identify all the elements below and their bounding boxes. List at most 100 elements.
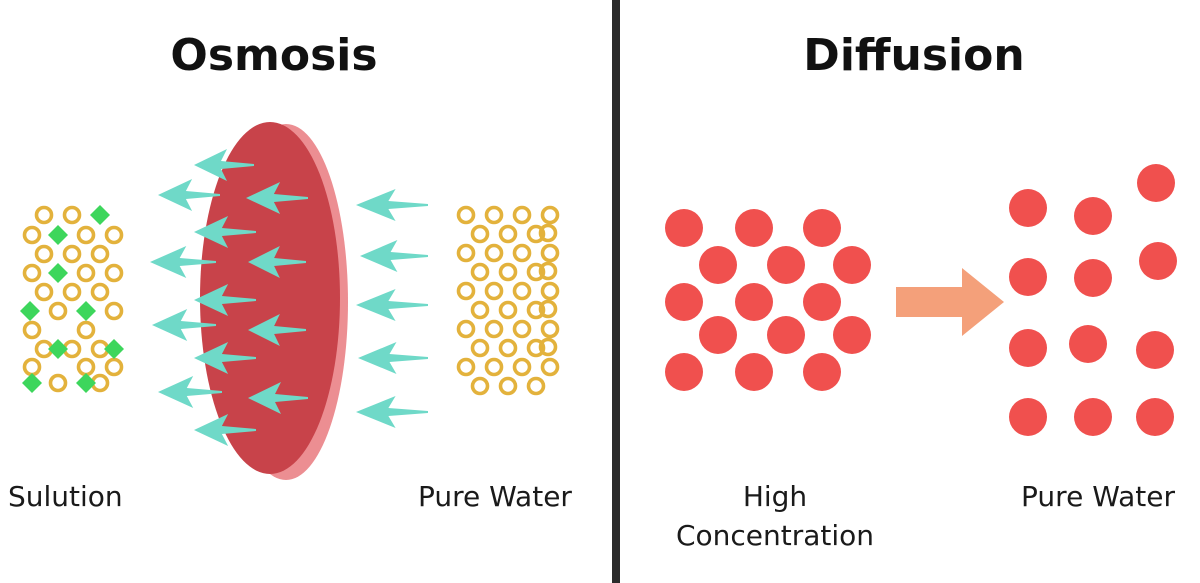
water-flow-arrow: [194, 342, 256, 374]
spread-particles-cluster: [1009, 164, 1177, 436]
water-molecule-icon: [540, 281, 560, 301]
water-molecule-icon: [456, 205, 476, 225]
water-molecule-icon: [22, 357, 42, 377]
solution-cluster: [20, 205, 124, 393]
water-flow-arrow: [248, 382, 308, 414]
osmosis-pure-water-label: Pure Water: [418, 480, 572, 513]
high-concentration-label-line2: Concentration: [675, 519, 875, 552]
water-molecule-icon: [34, 205, 54, 225]
water-flow-arrow: [150, 246, 216, 278]
water-molecule-icon: [540, 319, 560, 339]
solute-particle: [735, 353, 773, 391]
water-molecule-icon: [104, 225, 124, 245]
water-molecule-icon: [76, 263, 96, 283]
solute-particle-icon: [90, 205, 110, 225]
solute-particle: [833, 246, 871, 284]
water-molecule-icon: [526, 338, 546, 358]
water-molecule-icon: [498, 300, 518, 320]
water-molecule-icon: [484, 319, 504, 339]
water-molecule-icon: [526, 262, 546, 282]
water-molecule-icon: [470, 376, 490, 396]
water-molecule-icon: [62, 244, 82, 264]
water-molecule-icon: [22, 320, 42, 340]
water-flow-arrow: [194, 284, 256, 316]
water-molecule-icon: [498, 224, 518, 244]
water-flow-arrow: [358, 342, 428, 374]
diffusion-arrow: [896, 268, 1004, 336]
water-flow-arrow: [356, 396, 428, 428]
water-flow-arrow: [194, 414, 256, 446]
water-molecule-icon: [512, 281, 532, 301]
solute-particle: [1139, 242, 1177, 280]
solute-particle: [1009, 189, 1047, 227]
solute-particle: [803, 283, 841, 321]
water-molecule-icon: [484, 243, 504, 263]
water-molecule-icon: [470, 338, 490, 358]
pure-water-cluster: [456, 205, 560, 396]
water-molecule-icon: [22, 225, 42, 245]
water-molecule-icon: [62, 205, 82, 225]
high-concentration-cluster: [665, 209, 871, 391]
solute-particle: [1009, 329, 1047, 367]
diffusion-pure-water-label: Pure Water: [1021, 480, 1175, 513]
water-molecule-icon: [538, 261, 558, 281]
water-flow-arrow: [194, 216, 256, 248]
water-molecule-icon: [540, 205, 560, 225]
solute-particle-icon: [22, 373, 42, 393]
solute-particle: [803, 353, 841, 391]
water-molecule-icon: [76, 357, 96, 377]
water-molecule-icon: [512, 205, 532, 225]
water-molecule-icon: [484, 281, 504, 301]
solute-particle: [1069, 325, 1107, 363]
water-flow-arrow: [194, 149, 254, 181]
solute-particle-icon: [20, 301, 40, 321]
solute-particle-icon: [48, 225, 68, 245]
water-flow-arrow: [248, 314, 306, 346]
water-molecule-icon: [498, 376, 518, 396]
water-molecule-icon: [526, 376, 546, 396]
solute-particle-icon: [48, 339, 68, 359]
water-molecule-icon: [512, 319, 532, 339]
water-molecule-icon: [456, 357, 476, 377]
water-molecule-icon: [90, 282, 110, 302]
solute-particle: [665, 353, 703, 391]
water-molecule-icon: [512, 243, 532, 263]
water-flow-arrow: [360, 240, 428, 272]
water-molecule-icon: [104, 301, 124, 321]
water-flow-arrow: [356, 289, 428, 321]
water-molecule-icon: [540, 243, 560, 263]
water-molecule-icon: [90, 244, 110, 264]
water-molecule-icon: [456, 319, 476, 339]
membrane-face: [200, 122, 340, 474]
water-molecule-icon: [62, 282, 82, 302]
solute-particle: [1009, 258, 1047, 296]
solute-particle: [665, 283, 703, 321]
water-molecule-icon: [34, 244, 54, 264]
water-molecule-icon: [456, 243, 476, 263]
semipermeable-membrane: [200, 122, 348, 480]
water-molecule-icon: [104, 357, 124, 377]
solute-particle: [1137, 164, 1175, 202]
high-concentration-label-line1: High: [742, 480, 808, 513]
solute-particle: [665, 209, 703, 247]
solute-particle: [1136, 331, 1174, 369]
water-molecule-icon: [526, 300, 546, 320]
osmosis-title: Osmosis: [170, 30, 378, 81]
water-flow-arrow: [158, 376, 222, 408]
water-molecule-icon: [470, 300, 490, 320]
solute-particle: [1009, 398, 1047, 436]
solute-particle: [803, 209, 841, 247]
water-molecule-icon: [538, 299, 558, 319]
solute-particle: [735, 209, 773, 247]
water-molecule-icon: [456, 281, 476, 301]
panel-divider: [612, 0, 620, 583]
water-molecule-icon: [48, 373, 68, 393]
water-flow-arrow: [248, 246, 306, 278]
solution-label: Sulution: [8, 480, 123, 513]
water-molecule-icon: [104, 263, 124, 283]
water-molecule-icon: [470, 224, 490, 244]
water-molecule-icon: [512, 357, 532, 377]
solute-particle: [699, 316, 737, 354]
